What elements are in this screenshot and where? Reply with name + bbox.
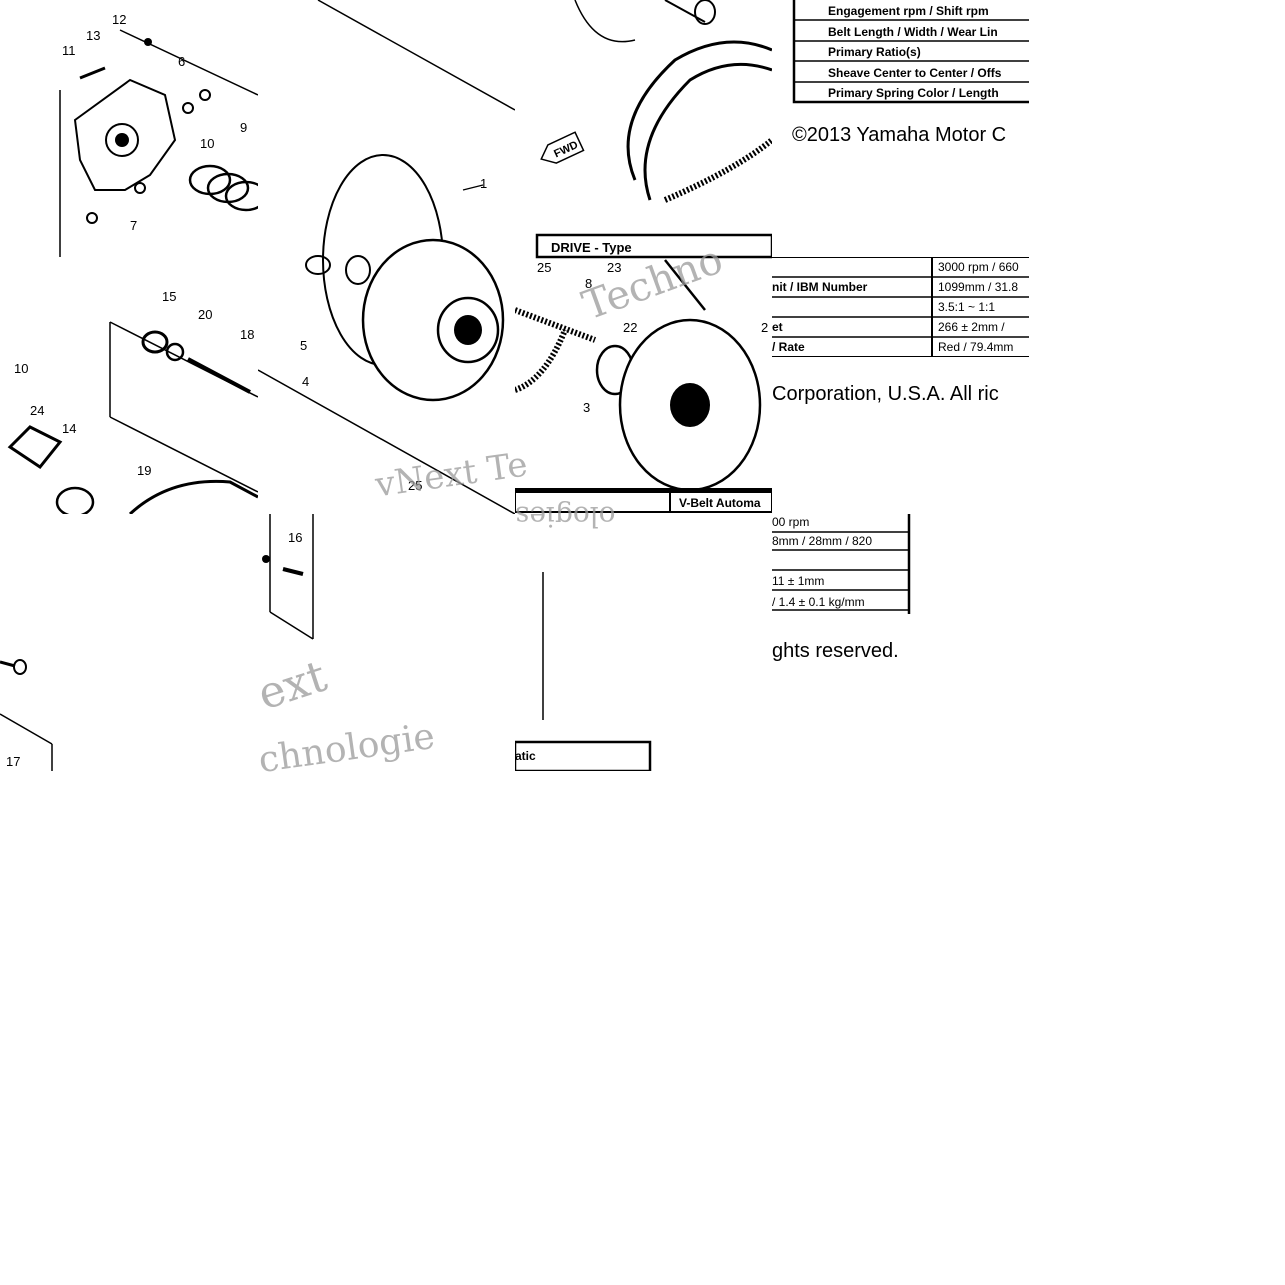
callout-25b: 25 [537,260,551,275]
spec-value-center: 266 ± 2mm / [938,320,1005,334]
spec-value-belt: 1099mm / 31.8 [938,280,1018,294]
spec-value-spring: Red / 79.4mm [938,340,1013,354]
callout-17: 17 [6,754,20,769]
spec-tail-label: atic [515,749,536,763]
spec-label-ibm: nit / IBM Number [772,280,868,294]
diagram-tile-lower-center: V-Belt Automa atic [515,492,772,771]
spec-table-top: Engagement rpm / Shift rpm Belt Length /… [792,0,1029,104]
spec-bottom-row-2: 8mm / 28mm / 820 [772,534,872,548]
callout-6: 6 [178,54,185,69]
spec-row-belt: Belt Length / Width / Wear Lin [828,25,998,39]
belt-drawing: FWD [540,0,772,203]
spec-label-rate: / Rate [772,340,805,354]
spec-row-engagement: Engagement rpm / Shift rpm [828,4,989,18]
spec-table-top-tile: Engagement rpm / Shift rpm Belt Length /… [772,0,1029,257]
callout-19: 19 [137,463,151,478]
callout-1: 1 [480,176,487,191]
callout-8: 8 [585,276,592,291]
lower-center-drawing: V-Belt Automa atic [515,492,772,771]
spec-table-bottom-tile: 00 rpm 8mm / 28mm / 820 11 ± 1mm / 1.4 ±… [772,514,1029,664]
spec-bottom-row-4: 11 ± 1mm [772,574,824,588]
spec-bottom-row-5: / 1.4 ± 0.1 kg/mm [772,595,865,609]
secondary-drawing: DRIVE - Type 25 23 8 22 2 3 [515,233,772,492]
callout-9: 9 [240,120,247,135]
fwd-arrow-icon: FWD [540,131,585,164]
callout-10: 10 [200,136,214,151]
callout-23: 23 [607,260,621,275]
diagram-tile-bracket: 11 13 12 6 9 10 7 [0,0,258,257]
callout-14: 14 [62,421,76,436]
spec-row-spring: Primary Spring Color / Length [828,86,999,100]
callout-24: 24 [30,403,44,418]
spec-label-offset: et [772,320,783,334]
spec-row-sheave: Sheave Center to Center / Offs [828,66,1002,80]
callout-10b: 10 [14,361,28,376]
drive-type-header: DRIVE - Type [551,240,632,255]
callout-22: 22 [623,320,637,335]
spec-row-ratio: Primary Ratio(s) [828,45,921,59]
watermark-c: ologies [515,500,616,533]
lower-drawing: 16 21 [262,514,314,640]
bracket-drawing: 11 13 12 6 9 10 7 [59,12,258,257]
diagram-tile-belt: FWD [515,0,772,230]
spec-table-bottom: 00 rpm 8mm / 28mm / 820 11 ± 1mm / 1.4 ±… [772,514,911,614]
spec-header-vbelt: V-Belt Automa [679,496,761,510]
sheave-drawing: 1 5 4 25 [258,0,515,514]
diagram-tile-bolt: 17 [0,514,258,771]
copyright-part-2: Corporation, U.S.A. All ric [772,383,999,405]
callout-13: 13 [86,28,100,43]
spec-table-mid-tile: 3000 rpm / 660 nit / IBM Number 1099mm /… [772,257,1029,514]
callout-7: 7 [130,218,137,233]
diagram-tile-lower: 16 21 [258,514,515,771]
callout-12: 12 [112,12,126,27]
diagram-tile-secondary: DRIVE - Type 25 23 8 22 2 3 [515,230,772,492]
copyright-part-3: ghts reserved. [772,640,899,662]
callout-15: 15 [162,289,176,304]
callout-3: 3 [583,400,590,415]
diagram-tile-shaft: 15 20 18 10 24 14 19 [0,257,258,514]
callout-4: 4 [302,374,309,389]
callout-2: 2 [761,320,768,335]
callout-25: 25 [408,478,422,493]
spec-value-ratio: 3.5:1 ~ 1:1 [938,300,995,314]
copyright-part-1: ©2013 Yamaha Motor C [792,124,1007,146]
callout-5: 5 [300,338,307,353]
bolt-drawing: 17 [0,659,53,771]
spec-table-mid: 3000 rpm / 660 nit / IBM Number 1099mm /… [772,257,1029,357]
callout-18: 18 [240,327,254,342]
callout-20: 20 [198,307,212,322]
spec-bottom-row-1: 00 rpm [772,515,809,529]
spec-value-rpm: 3000 rpm / 660 [938,260,1019,274]
shaft-drawing: 15 20 18 10 24 14 19 [7,289,258,514]
callout-16: 16 [288,530,302,545]
callout-11: 11 [62,43,76,58]
diagram-tile-sheave: 1 5 4 25 [258,0,515,514]
